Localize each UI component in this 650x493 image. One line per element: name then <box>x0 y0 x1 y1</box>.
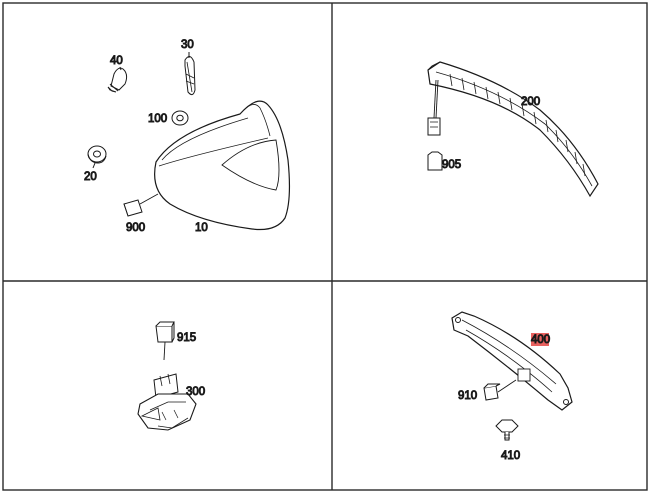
panel-top-left: 40 30 100 20 1 <box>84 39 291 235</box>
callout-200: 200 <box>521 96 540 108</box>
callout-410: 410 <box>501 450 520 462</box>
highlight-400 <box>531 333 549 346</box>
callout-20: 20 <box>84 171 97 183</box>
bulb-40-icon[interactable] <box>107 67 128 93</box>
panel-top-right: 200 905 <box>427 61 599 198</box>
seal-30-icon[interactable] <box>184 56 196 96</box>
callout-300: 300 <box>186 386 205 398</box>
callout-905: 905 <box>442 159 461 171</box>
callout-915: 915 <box>177 332 196 344</box>
connector-905-icon[interactable] <box>427 79 443 171</box>
mirror-housing-10-icon[interactable] <box>154 100 291 231</box>
callout-30: 30 <box>181 39 194 51</box>
grommet-20-icon[interactable] <box>87 145 107 164</box>
connector-900-icon[interactable] <box>123 193 159 217</box>
panel-bottom-left: 915 300 <box>137 321 206 431</box>
callout-10: 10 <box>195 222 208 234</box>
callout-910: 910 <box>458 390 477 402</box>
panel-bottom-right: 400 910 410 <box>451 311 573 463</box>
light-strip-200-icon[interactable] <box>427 61 599 198</box>
screw-410-icon[interactable] <box>495 419 519 441</box>
connector-915-icon[interactable] <box>155 321 175 361</box>
leader-20 <box>92 162 96 169</box>
callout-900: 900 <box>126 222 145 234</box>
leader-40 <box>119 66 122 71</box>
reflector-400-icon[interactable] <box>451 311 573 411</box>
callout-100: 100 <box>148 113 167 125</box>
connector-910-icon[interactable] <box>483 379 517 401</box>
lamp-300-icon[interactable] <box>137 373 197 431</box>
washer-100-icon[interactable] <box>171 110 189 126</box>
callout-400: 400 <box>531 334 550 346</box>
callout-40: 40 <box>110 55 123 67</box>
